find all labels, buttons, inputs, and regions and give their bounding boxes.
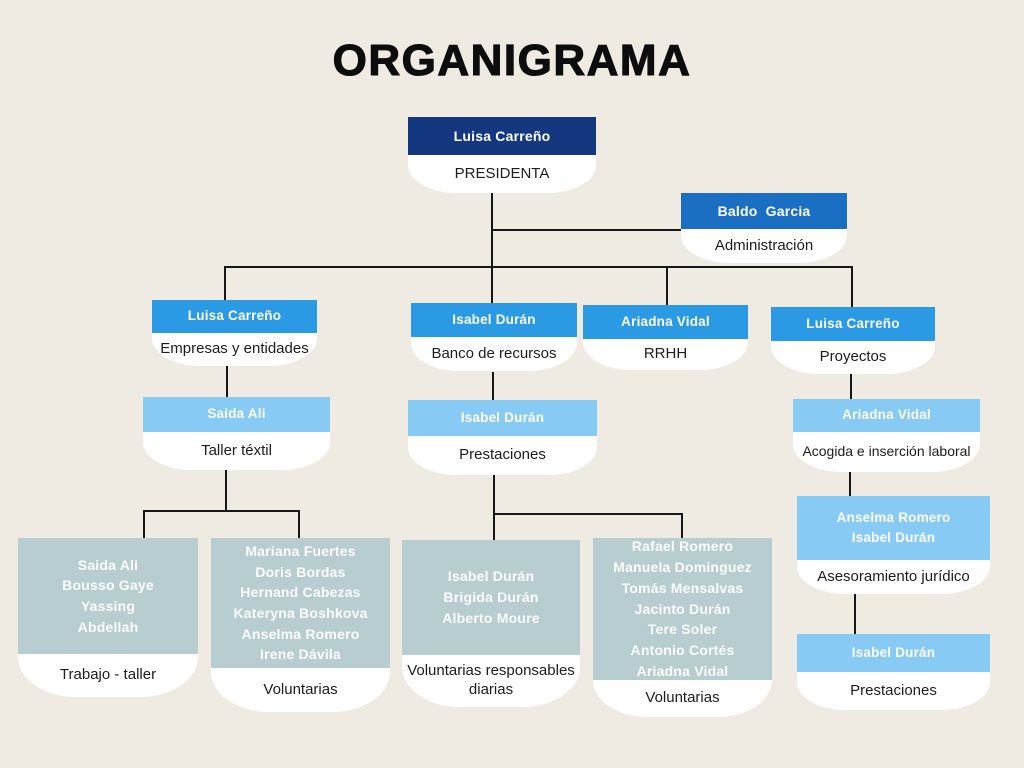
node-name: Ariadna Vidal [793, 399, 980, 432]
connector-proyectos-acogida [850, 373, 852, 399]
node-role: Acogida e inserción laboral [793, 432, 980, 472]
org-node-administracion: Baldo Garcia Administración [681, 193, 847, 263]
org-node-taller-textil: Saida Ali Taller téxtil [143, 397, 330, 470]
node-names: Saida Ali Bousso Gaye Yassing Abdellah [18, 538, 198, 654]
org-node-prestaciones-derecha: Isabel Durán Prestaciones [797, 634, 990, 710]
org-node-trabajo-taller: Saida Ali Bousso Gaye Yassing Abdellah T… [18, 538, 198, 697]
connector-drop-empresas [224, 266, 226, 300]
node-name: Anselma Romero Isabel Durán [797, 496, 990, 560]
node-name: Baldo Garcia [681, 193, 847, 229]
node-role: Empresas y entidades [152, 333, 317, 366]
org-node-proyectos: Luisa Carreño Proyectos [771, 307, 935, 374]
node-role: Taller téxtil [143, 432, 330, 470]
node-names: Isabel Durán Brigida Durán Alberto Moure [402, 540, 580, 655]
connector-drop-rrhh [666, 266, 668, 305]
node-name: Saida Ali [143, 397, 330, 432]
connector-prestaciones-split [493, 513, 683, 515]
connector-acogida-asesoramiento [849, 472, 851, 496]
connector-administracion-branch [491, 229, 681, 231]
node-name: Luisa Carreño [771, 307, 935, 341]
org-node-voluntarias-taller: Mariana Fuertes Doris Bordas Hernand Cab… [211, 538, 390, 712]
node-name: Isabel Durán [797, 634, 990, 672]
node-role: Voluntarias [211, 668, 390, 712]
org-node-prestaciones-centro: Isabel Durán Prestaciones [408, 400, 597, 475]
node-name: Isabel Durán [411, 303, 577, 337]
node-role: Prestaciones [797, 672, 990, 710]
node-role: Proyectos [771, 341, 935, 374]
node-role: Administración [681, 229, 847, 263]
node-role: PRESIDENTA [408, 155, 596, 193]
node-name: Luisa Carreño [152, 300, 317, 333]
node-name: Luisa Carreño [408, 117, 596, 155]
connector-prestaciones-down [493, 475, 495, 540]
connector-taller-down [225, 470, 227, 512]
node-role: Trabajo - taller [18, 654, 198, 697]
node-names: Rafael Romero Manuela Dominguez Tomás Me… [593, 538, 772, 680]
node-role: Banco de recursos [411, 337, 577, 371]
org-node-rrhh: Ariadna Vidal RRHH [583, 305, 748, 370]
connector-prestaciones-split-right [681, 513, 683, 538]
page-title: ORGANIGRAMA [332, 35, 692, 85]
connector-empresas-taller [226, 366, 228, 397]
org-node-asesoramiento: Anselma Romero Isabel Durán Asesoramient… [797, 496, 990, 594]
connector-taller-split-left [143, 510, 145, 538]
node-role: Asesoramiento jurídico [797, 560, 990, 594]
node-name: Isabel Durán [408, 400, 597, 436]
node-role: Prestaciones [408, 436, 597, 475]
org-node-banco-de-recursos: Isabel Durán Banco de recursos [411, 303, 577, 371]
node-name: Ariadna Vidal [583, 305, 748, 339]
org-node-empresas: Luisa Carreño Empresas y entidades [152, 300, 317, 366]
org-node-voluntarias-responsables: Isabel Durán Brigida Durán Alberto Moure… [402, 540, 580, 707]
connector-banco-prestaciones [492, 372, 494, 400]
connector-drop-proyectos [851, 266, 853, 307]
node-role: RRHH [583, 339, 748, 370]
node-role: Voluntarias [593, 680, 772, 717]
connector-level2-bus [224, 266, 853, 268]
org-node-acogida: Ariadna Vidal Acogida e inserción labora… [793, 399, 980, 472]
node-role: Voluntarias responsables diarias [402, 655, 580, 707]
node-names: Mariana Fuertes Doris Bordas Hernand Cab… [211, 538, 390, 668]
connector-asesoramiento-prestaciones [854, 594, 856, 634]
connector-taller-split-right [298, 510, 300, 538]
org-node-voluntarias-prestaciones: Rafael Romero Manuela Dominguez Tomás Me… [593, 538, 772, 717]
org-node-presidenta: Luisa Carreño PRESIDENTA [408, 117, 596, 193]
connector-taller-split [143, 510, 300, 512]
connector-presidenta-down [491, 193, 493, 303]
